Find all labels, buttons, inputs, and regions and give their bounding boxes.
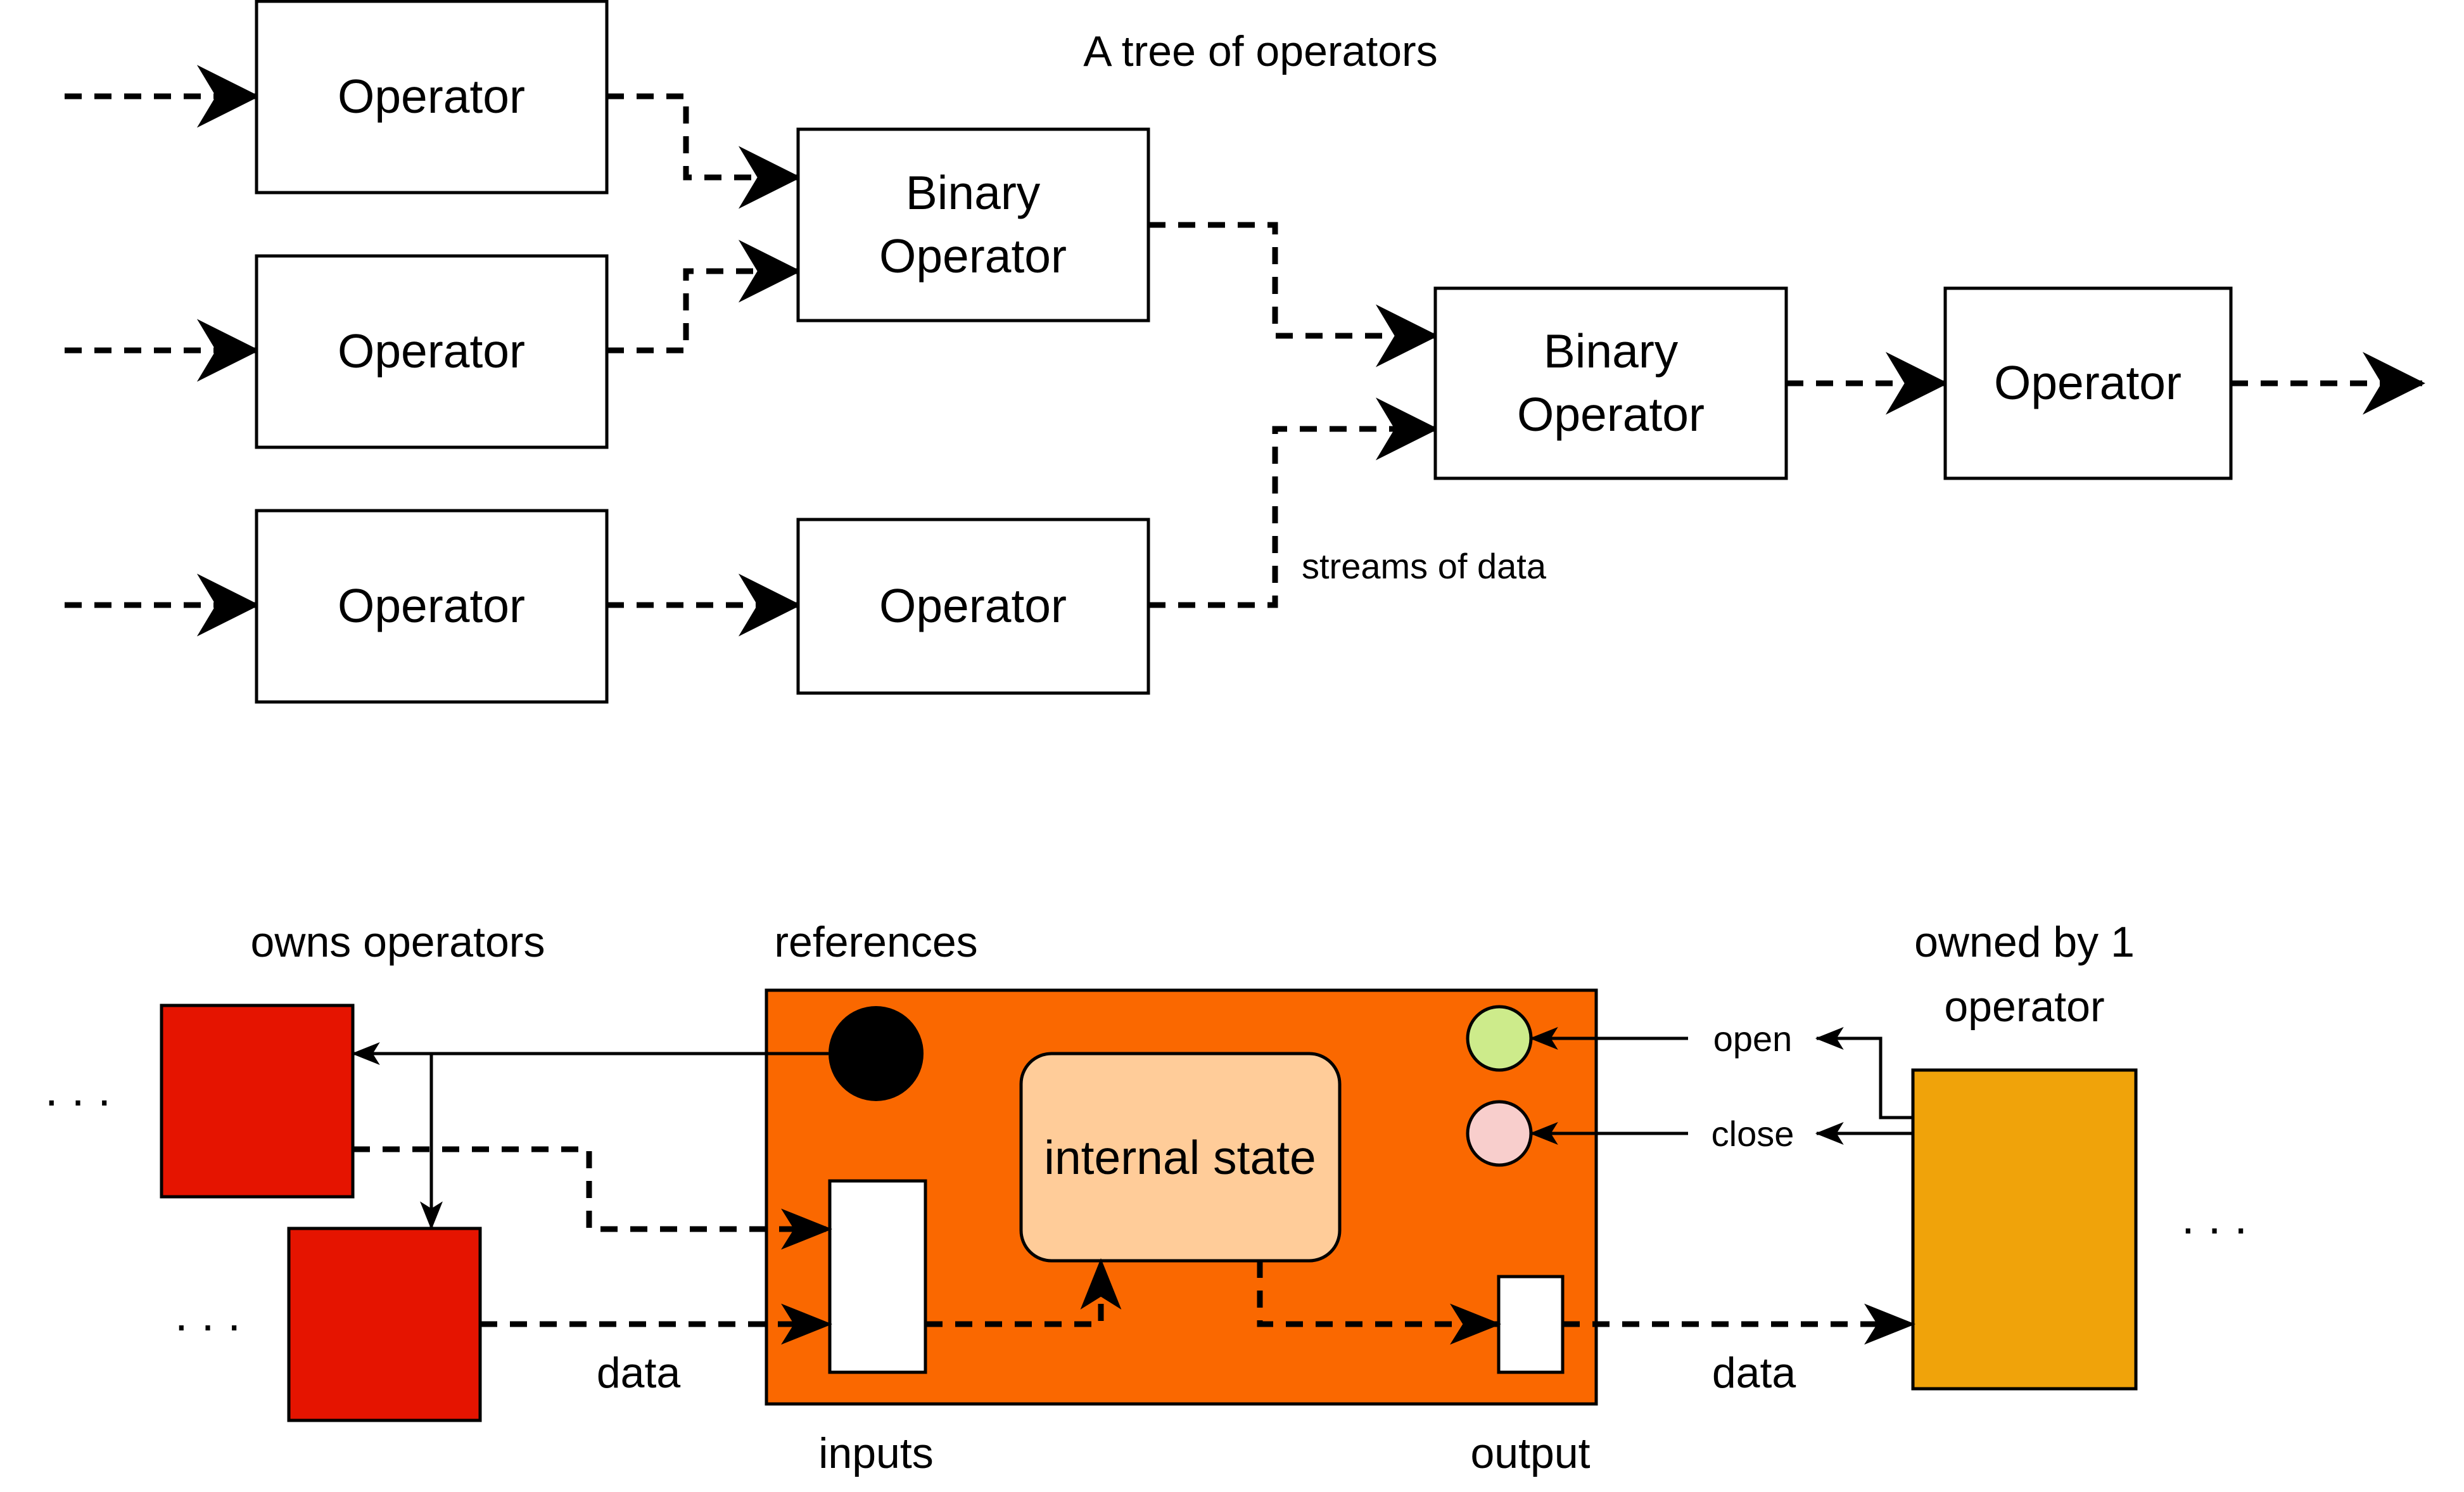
operator-node-a: Operator [255, 0, 609, 194]
operator-node-c: Operator [255, 509, 609, 704]
stream-arrow-binary-1-to-binary-2 [1148, 222, 1438, 367]
data-label-right: data [1712, 1349, 1796, 1397]
operator-node-final: Operator [1943, 286, 2233, 480]
operator-node-b: Operator [255, 254, 609, 449]
references-label: references [774, 918, 977, 966]
owner-operator-box [1911, 1068, 2138, 1391]
open-port [1466, 1005, 1533, 1072]
binary-operator-label-line2: Operator [1517, 388, 1705, 441]
ellipsis-right: . . . [2181, 1190, 2247, 1244]
operator-tree: A tree of operators Operator Operator Op… [65, 0, 2425, 704]
owned-by-label-line1: owned by 1 [1914, 918, 2135, 966]
close-label: close [1711, 1114, 1794, 1154]
owns-operators-label: owns operators [251, 918, 545, 966]
operator-box [796, 518, 1150, 695]
open-label: open [1713, 1019, 1793, 1059]
ellipsis-left-bottom: . . . [175, 1287, 241, 1341]
data-arrow-inputs-to-state [925, 1258, 1122, 1327]
internal-state-label: internal state [1044, 1131, 1316, 1184]
binary-operator-label-line2: Operator [879, 229, 1067, 283]
stream-arrow-d-to-binary-2 [1148, 397, 1438, 608]
operator-label: Operator [338, 70, 525, 123]
tree-title: A tree of operators [1083, 27, 1437, 75]
operator-label: Operator [338, 324, 525, 378]
data-arrow-owned-1-to-inputs [353, 1146, 833, 1250]
operator-box [255, 509, 609, 704]
inputs-label: inputs [818, 1429, 933, 1477]
owned-operator-square-1 [160, 1004, 355, 1199]
operator-label: Operator [1994, 356, 2181, 409]
binary-operator-node-2: Binary Operator [1433, 286, 1788, 480]
binary-operator-box [796, 127, 1150, 322]
binary-operator-label-line1: Binary [906, 166, 1041, 219]
operator-anatomy: owns operators references owned by 1 ope… [45, 918, 2247, 1477]
close-port [1466, 1100, 1533, 1167]
owner-open-arrow [1815, 1027, 1913, 1119]
operator-box [255, 0, 609, 194]
reference-dot [829, 1006, 924, 1101]
operator-label: Operator [879, 579, 1067, 632]
ellipsis-left-top: . . . [45, 1062, 111, 1116]
stream-arrow-a-to-binary-1 [607, 93, 801, 209]
operator-box [255, 254, 609, 449]
binary-operator-node-1: Binary Operator [796, 127, 1150, 322]
stream-arrow-b-to-binary-1 [607, 239, 801, 354]
binary-operator-label-line1: Binary [1544, 324, 1679, 378]
streams-of-data-label: streams of data [1302, 546, 1547, 586]
operator-box [1943, 286, 2233, 480]
output-port [1497, 1275, 1565, 1374]
operator-label: Operator [338, 579, 525, 632]
owned-by-label-line2: operator [1944, 983, 2104, 1031]
owned-operator-square-2 [287, 1227, 482, 1422]
inputs-port [828, 1179, 927, 1374]
binary-operator-box [1433, 286, 1788, 480]
output-label: output [1470, 1429, 1590, 1477]
operator-node-d: Operator [796, 518, 1150, 695]
data-arrow-state-to-output [1257, 1261, 1502, 1345]
data-label-left: data [597, 1349, 681, 1397]
internal-state-box [1019, 1052, 1342, 1263]
tree-stream-arrows [65, 65, 2425, 637]
